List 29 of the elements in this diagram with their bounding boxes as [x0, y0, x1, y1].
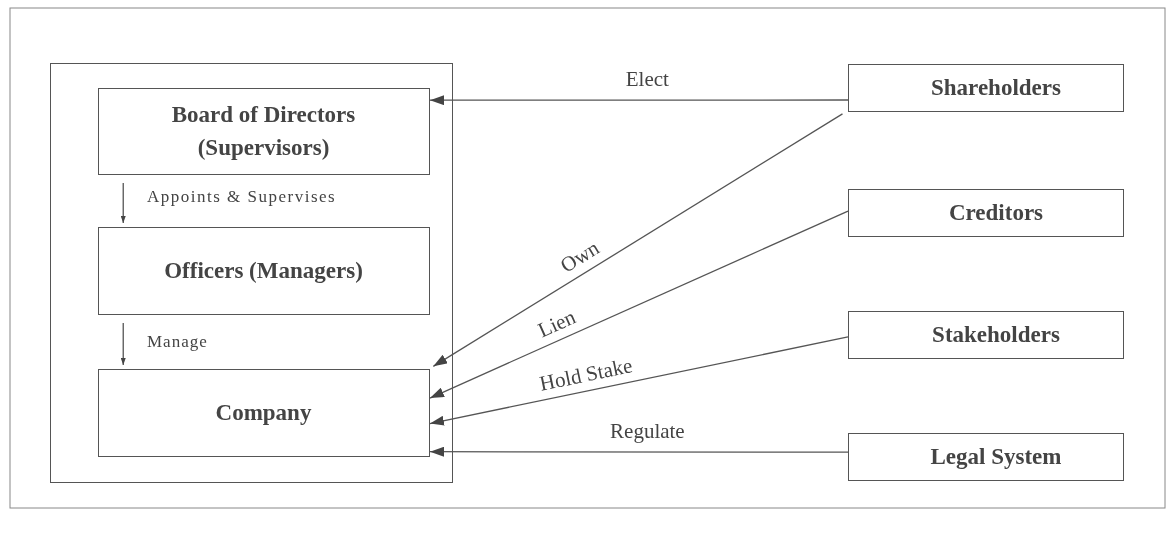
edge-label: Regulate: [609, 420, 686, 444]
edge-label: Hold Stake: [536, 353, 635, 397]
edge-label: Lien: [533, 304, 581, 343]
edge-label: Own: [555, 235, 605, 279]
party-box: [848, 189, 1124, 237]
edge-label: Elect: [624, 68, 670, 92]
box-label: Shareholders: [930, 74, 1061, 103]
edge-label: Appoints & Supervises: [146, 188, 338, 207]
box-label: Board of Directors (Supervisors): [170, 100, 357, 162]
box-label: Stakeholders: [931, 321, 1060, 350]
party-box: [848, 433, 1124, 481]
box-label: Legal System: [929, 443, 1062, 472]
org-box: [97, 87, 430, 175]
container-box: [50, 63, 453, 483]
box-label: Officers (Managers): [164, 256, 363, 285]
org-box: [97, 368, 430, 457]
arrow: [429, 95, 849, 106]
edge-label: Manage: [146, 333, 209, 352]
party-box: [848, 64, 1124, 112]
arrow: [429, 446, 849, 457]
arrow: [120, 182, 126, 224]
arrow: [120, 322, 126, 366]
box-label: Company: [215, 398, 312, 427]
arrow: [429, 336, 849, 426]
box-label: Creditors: [947, 199, 1044, 228]
arrow: [432, 113, 844, 367]
party-box: [848, 311, 1124, 359]
org-box: [97, 226, 430, 315]
arrow: [429, 210, 849, 399]
